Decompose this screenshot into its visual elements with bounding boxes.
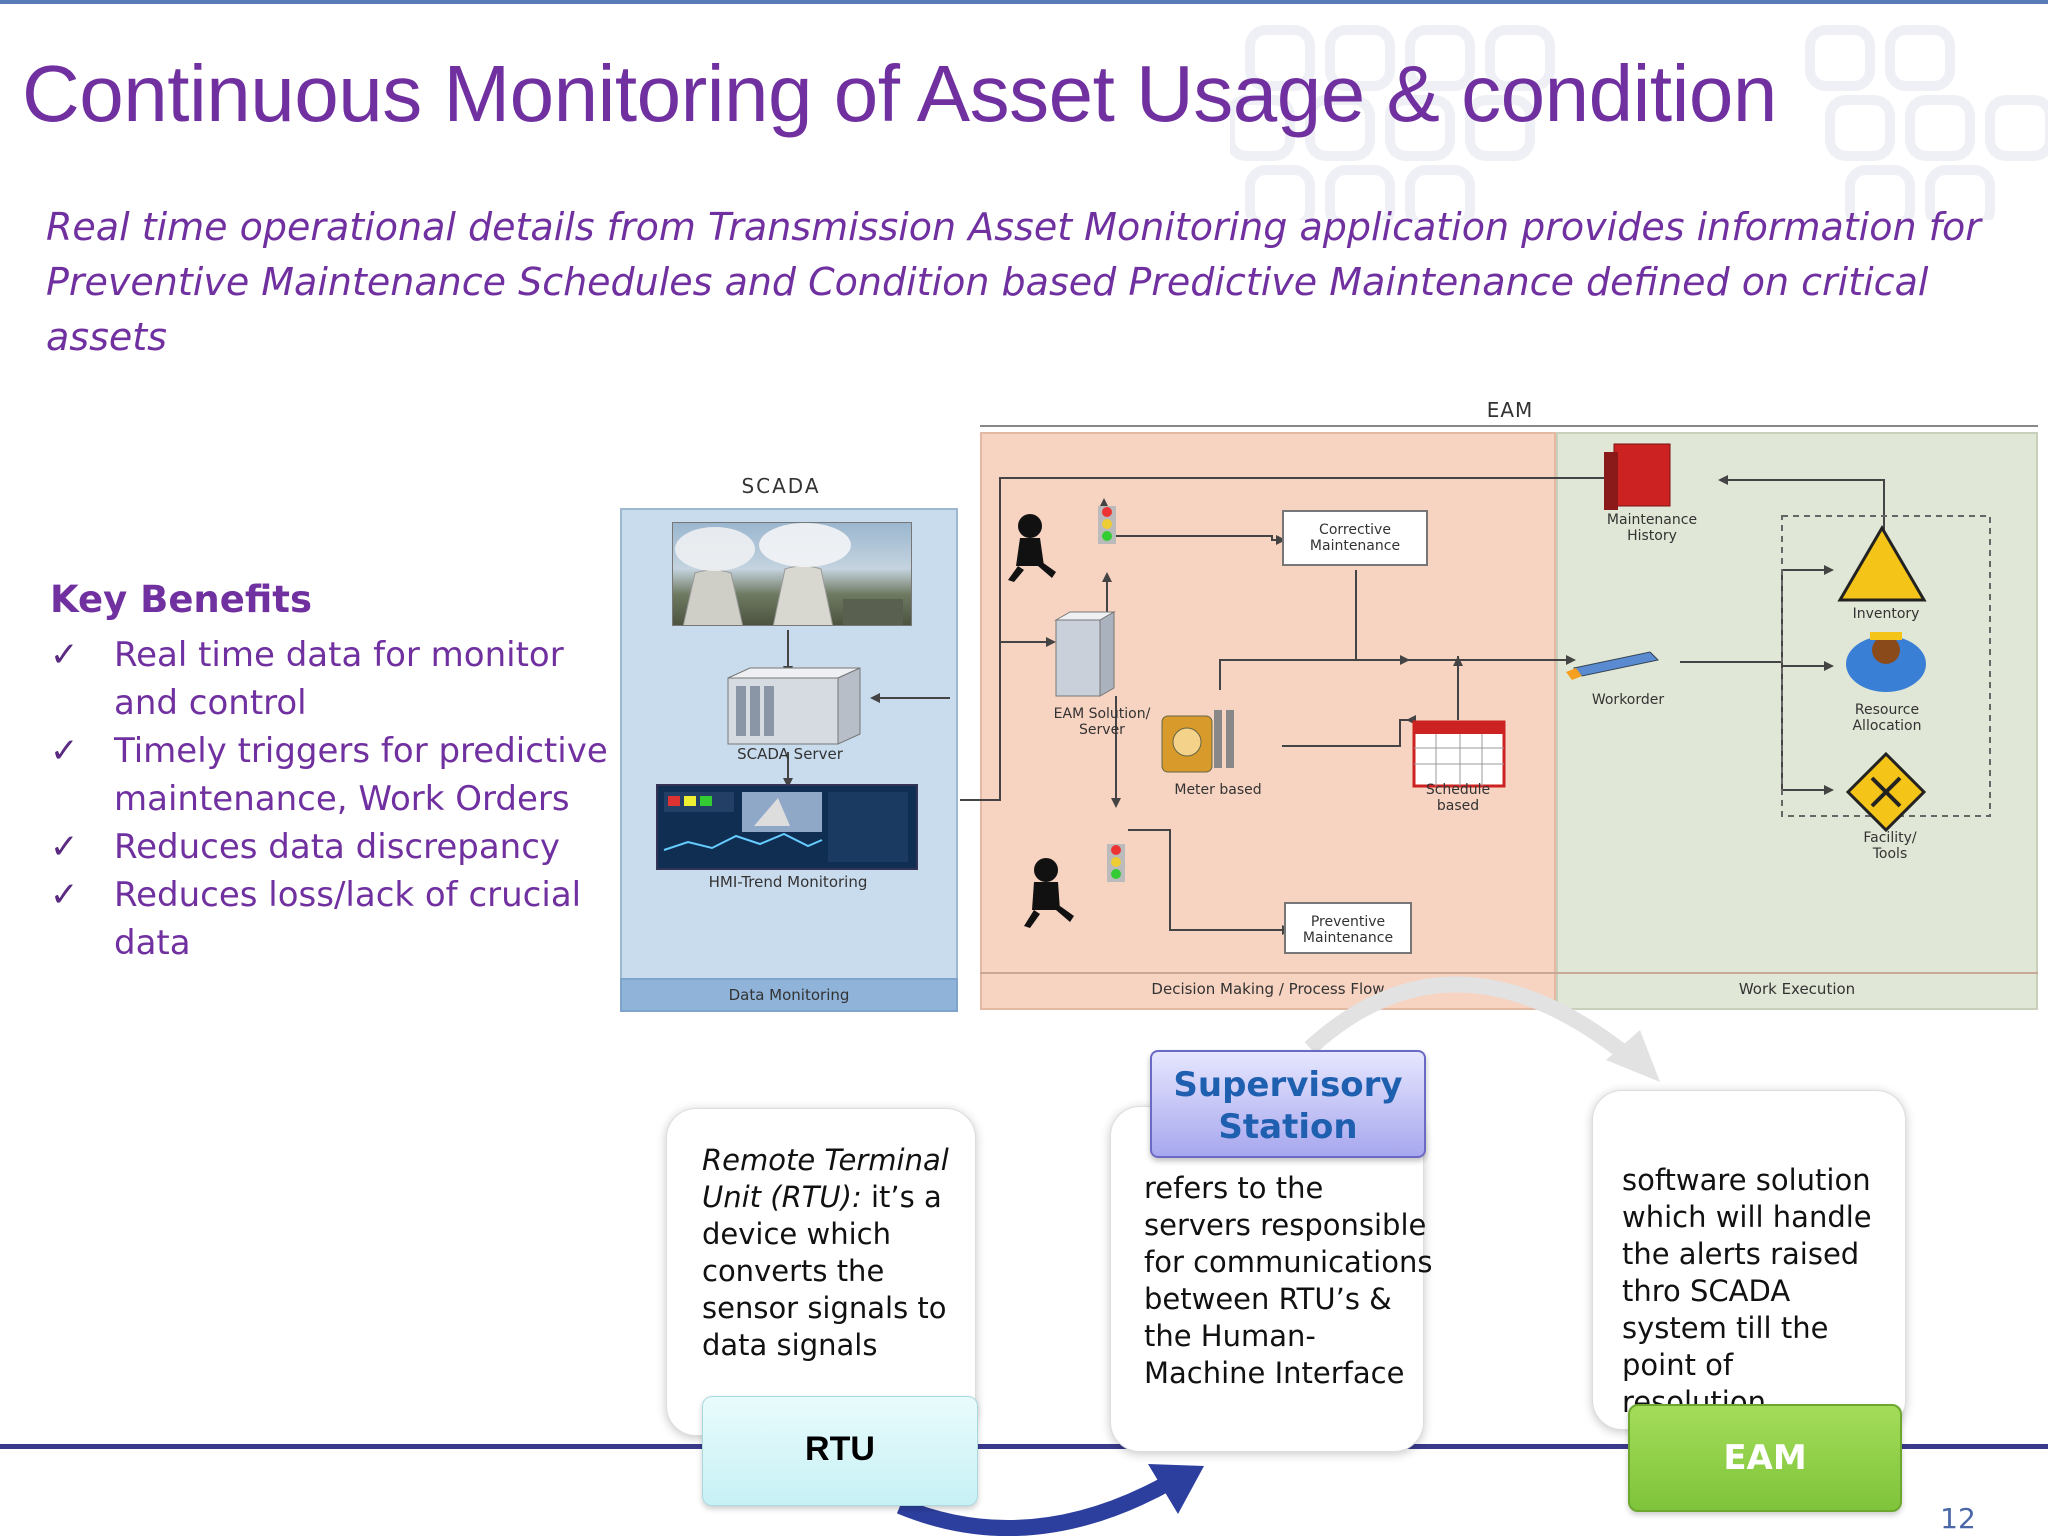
work-execution-panel <box>1556 432 2038 1010</box>
hmi-screen-image <box>656 784 918 870</box>
person-icon <box>1024 858 1074 928</box>
tools-icon <box>1845 751 1927 833</box>
benefit-text: Real time data for monitor and control <box>114 635 564 723</box>
key-benefits: Key Benefits ✓ Real time data for monito… <box>50 578 610 967</box>
scada-connectors <box>727 630 950 788</box>
benefit-text: Reduces data discrepancy <box>114 827 561 867</box>
eam-card <box>1592 1090 1906 1430</box>
benefit-item: ✓ Reduces loss/lack of crucial data <box>50 871 610 967</box>
workorder-icon <box>1566 651 1660 680</box>
hmi-trend-label: HMI-Trend Monitoring <box>708 873 868 891</box>
eam-label: EAM <box>1628 1404 1902 1512</box>
preventive-maintenance-node: Preventive Maintenance <box>1284 902 1412 954</box>
eam-server-icon <box>1054 611 1116 697</box>
inventory-label: Inventory <box>1852 606 1920 622</box>
background-pattern <box>1230 25 2048 220</box>
eam-server-label: EAM Solution/ Server <box>1053 706 1151 738</box>
rtu-definition: it’s a device which converts the sensor … <box>702 1180 947 1362</box>
rtu-label: RTU <box>702 1396 978 1506</box>
meter-based-label: Meter based <box>1174 782 1262 798</box>
bottom-rule <box>0 1444 2048 1449</box>
power-plant-image <box>672 522 912 626</box>
benefit-text: Timely triggers for predictive maintenan… <box>114 731 608 819</box>
benefits-heading: Key Benefits <box>50 578 312 621</box>
top-rule <box>0 0 2048 4</box>
eam-description: software solution which will handle the … <box>1622 1163 1872 1419</box>
benefit-item: ✓ Real time data for monitor and control <box>50 631 610 727</box>
benefit-item: ✓ Timely triggers for predictive mainten… <box>50 727 610 823</box>
data-monitoring-footer: Data Monitoring <box>620 978 958 1012</box>
signal-light-icon <box>1107 844 1125 882</box>
eam-flow-connectors <box>960 425 2038 935</box>
page-number: 12 <box>1940 1502 1976 1535</box>
calendar-icon <box>1412 720 1506 788</box>
check-icon: ✓ <box>50 875 79 915</box>
supervisory-card <box>1110 1106 1424 1452</box>
eam-title: EAM <box>1486 398 1534 422</box>
supervisory-description: refers to the servers responsible for co… <box>1144 1171 1433 1390</box>
rtu-card <box>666 1108 976 1436</box>
check-icon: ✓ <box>50 635 79 675</box>
schedule-based-label: Schedule based <box>1425 782 1491 814</box>
rtu-term: Remote Terminal Unit (RTU): <box>702 1143 949 1214</box>
resource-allocation-label: Resource Allocation <box>1852 702 1922 734</box>
scada-server-label: SCADA Server <box>737 745 843 763</box>
book-icon <box>1604 443 1671 510</box>
slide-title: Continuous Monitoring of Asset Usage & c… <box>22 49 1777 138</box>
workorder-label: Workorder <box>1591 692 1665 708</box>
corrective-maintenance-node: Corrective Maintenance <box>1282 510 1428 566</box>
benefit-text: Reduces loss/lack of crucial data <box>114 875 582 963</box>
rtu-description: Remote Terminal Unit (RTU): it’s a devic… <box>702 1142 962 1364</box>
meter-icon <box>1161 710 1234 773</box>
decision-making-label: Decision Making / Process Flow <box>1151 980 1385 998</box>
signal-light-icon <box>1098 506 1116 544</box>
worker-icon <box>1846 632 1926 692</box>
maintenance-history-label: Maintenance History <box>1606 512 1698 544</box>
benefit-item: ✓ Reduces data discrepancy <box>50 823 610 871</box>
work-execution-label: Work Execution <box>1738 980 1856 998</box>
eam-footer-divider <box>980 972 2038 974</box>
person-icon <box>1008 514 1056 582</box>
forklift-warning-icon <box>1837 525 1927 602</box>
slide-subtitle: Real time operational details from Trans… <box>46 205 1981 359</box>
check-icon: ✓ <box>50 731 79 771</box>
supervisory-station-label: Supervisory Station <box>1150 1050 1426 1158</box>
check-icon: ✓ <box>50 827 79 867</box>
facility-tools-label: Facility/ Tools <box>1863 830 1917 862</box>
scada-title: SCADA <box>741 474 821 498</box>
server-icon <box>727 667 861 745</box>
